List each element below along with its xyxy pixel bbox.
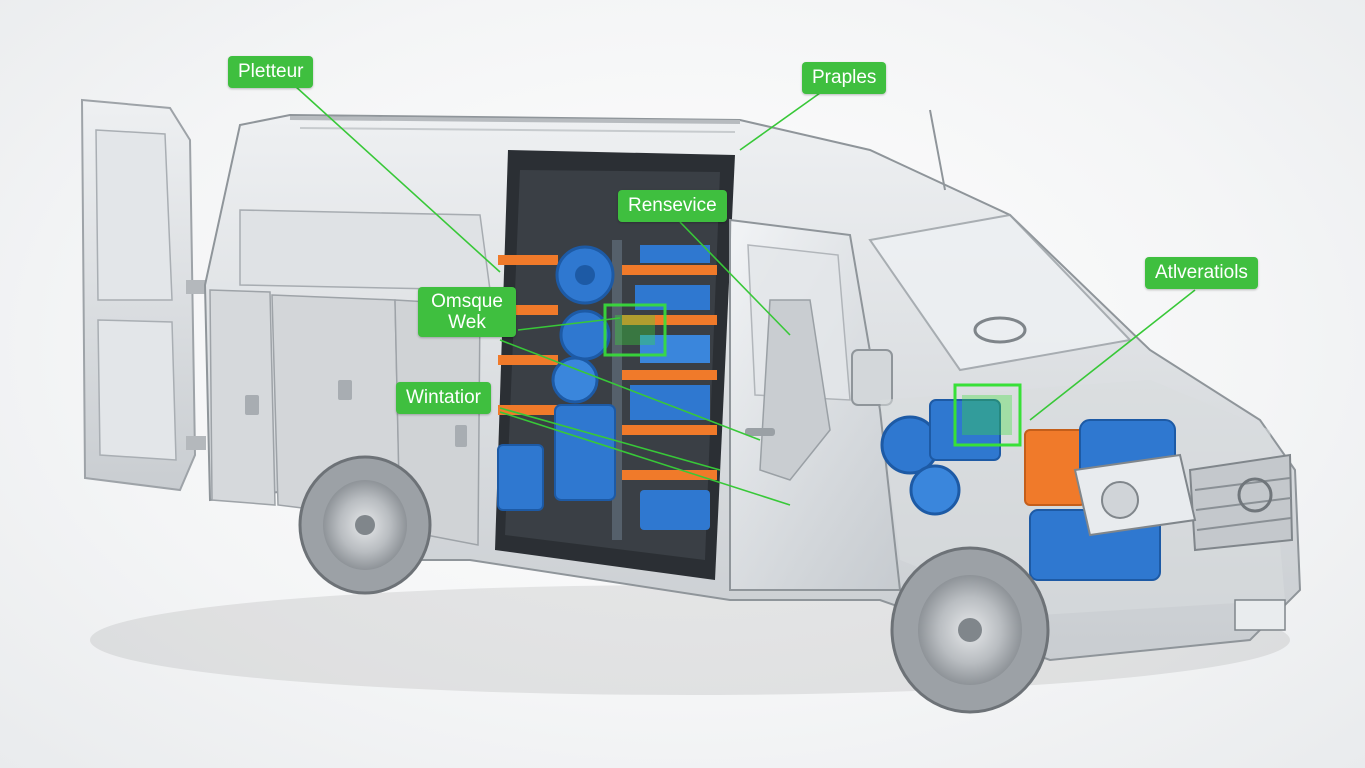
cargo-bay (495, 150, 735, 580)
leader-omsque (517, 317, 621, 331)
cab-section (729, 109, 1133, 591)
rear-wheel (298, 455, 432, 595)
leader-rensevice (679, 221, 791, 336)
callout-atverations: Atlveratiols (1145, 257, 1258, 289)
leader-wintatior-2 (499, 411, 791, 506)
front-end (1073, 453, 1294, 631)
front-wheel (890, 546, 1050, 714)
callout-rensevice: Rensevice (618, 190, 727, 222)
callout-wintatior: Wintatior (396, 382, 491, 414)
leader-lines (294, 85, 1196, 506)
leader-omsque-2 (499, 339, 761, 441)
callout-pletteur: Pletteur (228, 56, 314, 88)
callout-omsque: Omsque Wek (418, 287, 516, 337)
rear-door (80, 98, 206, 492)
leader-pletteur (294, 85, 501, 273)
leader-wintatior (499, 407, 721, 471)
callout-praples: Praples (802, 62, 887, 94)
leader-atverations (1029, 289, 1196, 421)
brand-logo (1237, 477, 1273, 513)
leader-praples (739, 92, 821, 151)
